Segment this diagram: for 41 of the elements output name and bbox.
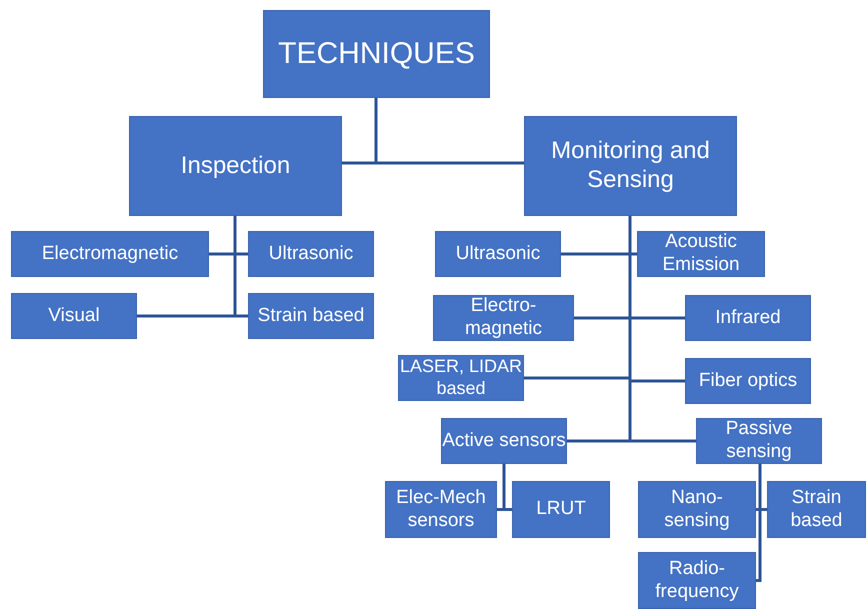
node-label: Active sensors bbox=[442, 430, 566, 452]
category-box bbox=[11, 293, 137, 339]
category-box bbox=[129, 116, 342, 216]
category-box bbox=[637, 231, 765, 277]
category-box bbox=[385, 481, 497, 538]
category-box bbox=[685, 358, 811, 404]
node-label: Ultrasonic bbox=[268, 242, 354, 266]
connector-line bbox=[502, 464, 512, 511]
category-box bbox=[638, 481, 756, 538]
node-label: Electromagnetic bbox=[42, 242, 178, 266]
node-label: Ultrasonic bbox=[456, 242, 540, 266]
node-label: TECHNIQUES bbox=[278, 36, 475, 72]
node-label: Radio- frequency bbox=[654, 558, 740, 604]
category-box bbox=[435, 231, 561, 277]
node-label: Visual bbox=[48, 304, 100, 328]
category-box bbox=[11, 231, 209, 277]
category-box bbox=[433, 295, 574, 341]
category-box bbox=[767, 481, 866, 538]
category-box bbox=[248, 231, 374, 277]
category-box bbox=[248, 293, 374, 339]
node-label: Infrared bbox=[715, 306, 781, 330]
category-box bbox=[263, 10, 490, 98]
node-label: Inspection bbox=[180, 152, 290, 180]
node-label: Elec-Mech sensors bbox=[395, 486, 487, 532]
node-label: Electro- magnetic bbox=[464, 295, 544, 341]
node-label: Strain based bbox=[790, 486, 844, 532]
category-box bbox=[441, 418, 567, 464]
category-box bbox=[685, 295, 811, 341]
category-box bbox=[524, 116, 737, 216]
node-label: LRUT bbox=[536, 498, 586, 521]
node-label: Monitoring and Sensing bbox=[550, 137, 711, 195]
category-box bbox=[638, 552, 756, 609]
node-label: Acoustic Emission bbox=[661, 231, 741, 277]
node-label: Nano- sensing bbox=[663, 486, 731, 532]
node-label: Fiber optics bbox=[698, 370, 798, 392]
category-box bbox=[512, 481, 610, 538]
category-box bbox=[696, 418, 822, 464]
node-label: Passive sensing bbox=[724, 418, 794, 464]
connector-line bbox=[374, 98, 524, 164]
node-label: LASER, LIDAR based bbox=[399, 356, 523, 400]
node-label: Strain based bbox=[258, 304, 364, 328]
